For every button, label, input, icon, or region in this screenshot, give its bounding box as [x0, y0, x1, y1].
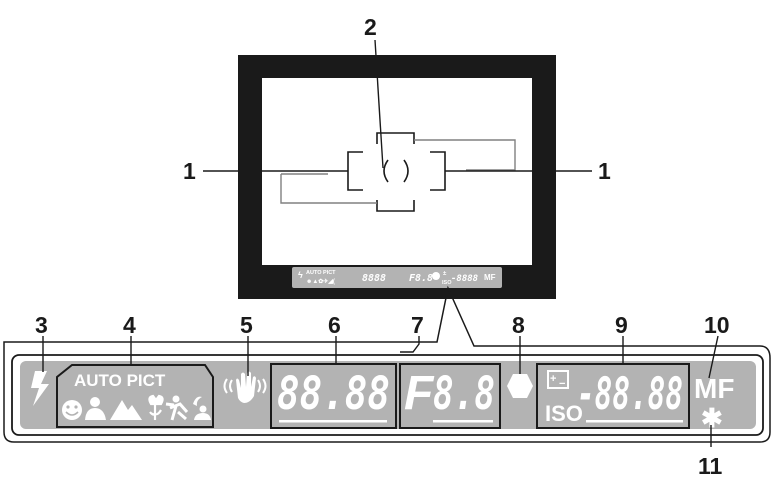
exposure-underline: [586, 420, 683, 423]
aperture-box: [399, 363, 501, 429]
af-point-bottom: [376, 200, 415, 212]
af-point-top: [376, 132, 415, 144]
callout-2: 2: [364, 14, 377, 40]
mini-aperture-digits: F8.8: [409, 273, 433, 284]
callout-1-left: 1: [183, 158, 196, 184]
mini-shutter-digits: 8888: [362, 273, 386, 284]
svg-text:−: −: [559, 378, 565, 390]
callout-1-right: 1: [598, 158, 611, 184]
mini-auto-pict: AUTO PICT: [306, 270, 336, 276]
callout-5: 5: [240, 312, 253, 338]
iso-label: ISO: [545, 401, 583, 426]
magnify-lines: [3, 285, 771, 443]
callout-8: 8: [512, 312, 525, 338]
callout-11: 11: [698, 453, 723, 479]
landscape-icon: [110, 400, 142, 420]
shake-reduction-icon: [223, 371, 267, 403]
mini-iso-label: ISO: [442, 280, 452, 286]
callout-lines: [42, 39, 719, 447]
night-icon: [193, 396, 202, 406]
ae-lock-icon: ✱: [701, 403, 723, 433]
spot-metering-left-paren: [383, 159, 389, 183]
exposure-digits: -88.88: [577, 369, 683, 420]
callout-4: 4: [123, 312, 136, 338]
af-frame: [280, 132, 516, 212]
shutter-speed-box: [270, 363, 397, 429]
callout-10: 10: [704, 312, 730, 338]
callout-7: 7: [411, 312, 424, 338]
aperture-f-label: F: [404, 367, 435, 420]
mini-focus-indicator: [432, 272, 440, 280]
sport-icon: [172, 395, 180, 403]
ev-compensation-icon: [547, 370, 569, 389]
mini-ev-icon: ±: [443, 271, 447, 277]
aperture-digits: 8.8: [433, 367, 495, 420]
scene-mode-icons: [62, 394, 211, 421]
macro-icon: [148, 394, 164, 420]
svg-text:+: +: [550, 373, 556, 385]
callout-6: 6: [328, 312, 341, 338]
portrait-icon: [90, 397, 100, 407]
mini-scene-icons: ☻▲✿✈◢(: [306, 278, 335, 285]
mf-label: MF: [694, 373, 734, 404]
mini-flash-icon: ϟ: [298, 270, 303, 280]
callout-3: 3: [35, 312, 48, 338]
exposure-iso-box: [536, 363, 690, 429]
shutter-speed-digits: 88.88: [277, 367, 390, 420]
viewfinder-lcd-mini: [292, 267, 502, 288]
auto-pict-label: AUTO PICT: [74, 371, 166, 390]
auto-pict-box: [56, 364, 214, 428]
callout-9: 9: [615, 312, 628, 338]
smile-icon: [62, 400, 82, 420]
mini-exposure-digits: -8888: [451, 274, 478, 284]
focus-indicator-icon: [507, 374, 533, 398]
flash-icon: [31, 371, 49, 406]
shutter-underline: [279, 420, 387, 423]
aperture-underline: [433, 420, 493, 423]
spot-metering-right-paren: [403, 159, 409, 183]
mini-mf-label: MF: [484, 273, 496, 282]
